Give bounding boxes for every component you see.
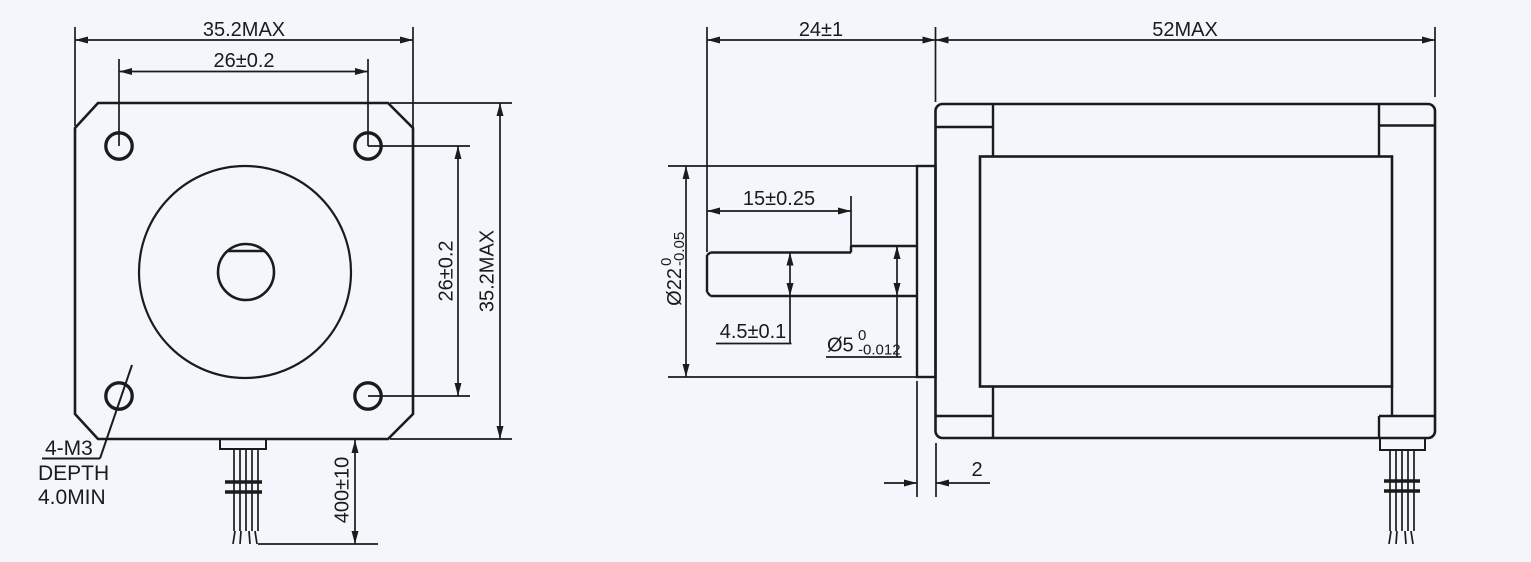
dim-pilot-boss-thickness: 2 [884, 381, 990, 497]
front-view: 35.2MAX 26±0.2 26±0.2 35.2MAX [38, 19, 512, 545]
lead-wires [232, 449, 259, 545]
motor-body-outline [934, 102, 1437, 440]
dim-overall-height-label: 35.2MAX [477, 230, 499, 312]
dim-hole-pitch-horizontal: 26±0.2 [118, 50, 369, 146]
dim-shaft-flat-length-label: 15±0.25 [743, 188, 815, 210]
mounting-hole-note-line1: 4-M3 [45, 437, 93, 460]
dim-pilot-boss-diameter: Ø22 0 -0.05 [658, 165, 917, 378]
dim-lead-wire-length-label: 400±10 [332, 457, 354, 524]
motor-face-outline [73, 101, 415, 441]
dim-front-section-length: 24±1 [706, 19, 937, 252]
dim-pilot-boss-diameter-upper-tolerance: 0 [658, 258, 675, 266]
lead-wires [1388, 450, 1415, 545]
dim-shaft-diameter-label: Ø5 [827, 335, 854, 357]
motor-shaft [705, 244, 917, 298]
note-leader-line [99, 364, 133, 459]
pilot-boss-circle [137, 164, 353, 380]
dim-front-section-length-label: 24±1 [799, 19, 843, 41]
dim-shaft-flat-height-label: 4.5±0.1 [720, 321, 787, 343]
dim-hole-pitch-vertical: 26±0.2 [368, 145, 470, 397]
dim-body-length-label: 52MAX [1152, 19, 1218, 41]
wire-exit-block [1379, 438, 1426, 451]
dim-overall-height: 35.2MAX [390, 102, 512, 440]
dim-lead-wire-length: 400±10 [258, 440, 378, 545]
wire-exit-block [219, 440, 267, 450]
side-view: 24±1 52MAX 15±0.25 Ø22 0 -0.05 [658, 19, 1437, 545]
pilot-boss-plate [915, 164, 937, 379]
dim-hole-pitch-horizontal-label: 26±0.2 [213, 50, 274, 72]
stator-stack-outline [978, 155, 1394, 388]
dim-shaft-flat-length: 15±0.25 [707, 188, 852, 249]
dim-shaft-diameter: Ø5 0 -0.012 [826, 246, 902, 359]
shaft-circle [216, 242, 276, 302]
dim-pilot-boss-diameter-lower-tolerance: -0.05 [671, 232, 688, 266]
end-cap-lines [935, 104, 1435, 438]
dim-overall-width-label: 35.2MAX [203, 19, 285, 41]
mounting-hole-note-line2: DEPTH [38, 462, 109, 485]
dim-hole-pitch-vertical-label: 26±0.2 [436, 240, 458, 301]
mounting-hole-bottom-left [104, 381, 134, 411]
dim-shaft-diameter-lower-tolerance: -0.012 [858, 342, 901, 359]
dim-shaft-diameter-upper-tolerance: 0 [858, 327, 866, 344]
dim-body-length: 52MAX [935, 19, 1436, 97]
dim-overall-width: 35.2MAX [74, 19, 414, 131]
mounting-hole-note-line3: 4.0MIN [38, 486, 106, 509]
dim-shaft-flat-height: 4.5±0.1 [716, 252, 794, 345]
dim-pilot-boss-thickness-label: 2 [971, 459, 982, 481]
mounting-hole-note: 4-M3 DEPTH 4.0MIN [38, 364, 133, 509]
dim-pilot-boss-diameter-label: Ø22 [664, 268, 686, 306]
